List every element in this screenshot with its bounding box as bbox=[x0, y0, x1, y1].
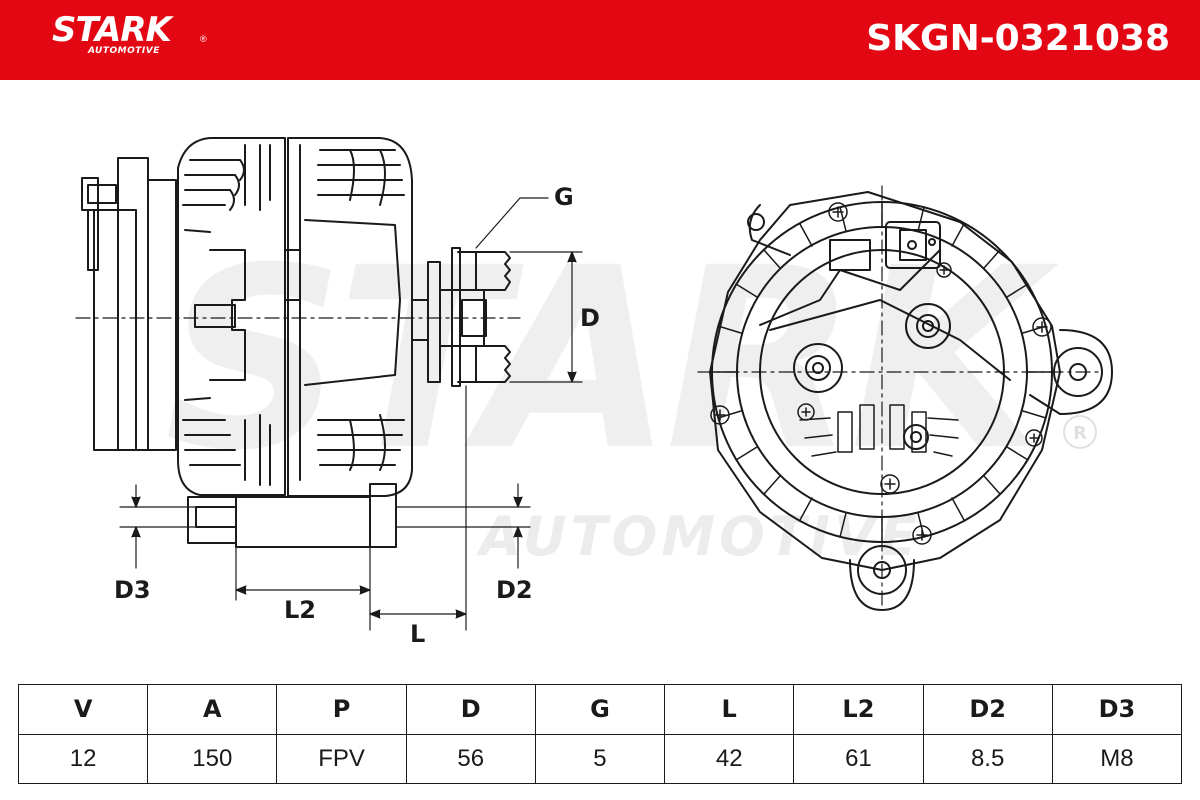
dimension-label-l2: L2 bbox=[284, 596, 316, 624]
dimension-label-d: D bbox=[580, 304, 600, 332]
spec-header: L2 bbox=[793, 684, 924, 735]
spec-value: 12 bbox=[17, 733, 149, 784]
watermark-sub: AUTOMOTIVE bbox=[479, 505, 921, 568]
brand-logo: STARK ® AUTOMOTIVE bbox=[52, 10, 207, 56]
spec-header: A bbox=[147, 684, 278, 735]
dimension-label-d3: D3 bbox=[114, 576, 151, 604]
alternator-side-view bbox=[81, 137, 511, 548]
spec-value: 42 bbox=[664, 733, 795, 784]
spec-header: V bbox=[17, 684, 149, 735]
spec-value: 150 bbox=[147, 733, 278, 784]
spec-value: M8 bbox=[1051, 733, 1183, 784]
part-number: SKGN-0321038 bbox=[866, 18, 1170, 59]
spec-value: 8.5 bbox=[922, 733, 1053, 784]
brand-name: STARK bbox=[52, 10, 172, 50]
spec-value: 56 bbox=[405, 733, 536, 784]
header-bar: STARK ® AUTOMOTIVE SKGN-0321038 bbox=[0, 0, 1200, 80]
specs-header-row: V A P D G L L2 D2 D3 bbox=[17, 684, 1183, 735]
spec-header: L bbox=[664, 684, 795, 735]
side-dimension-lines bbox=[75, 197, 583, 631]
dimension-label-d2: D2 bbox=[496, 576, 533, 604]
watermark-main: STARK bbox=[164, 214, 1044, 505]
spec-value: FPV bbox=[276, 733, 407, 784]
dimension-label-l: L bbox=[410, 620, 426, 648]
spec-header: D bbox=[405, 684, 536, 735]
spec-header: D3 bbox=[1051, 684, 1183, 735]
spec-value: 5 bbox=[534, 733, 666, 784]
specs-value-row: 12 150 FPV 56 5 42 61 8.5 M8 bbox=[17, 733, 1183, 784]
registered-mark: ® bbox=[200, 34, 207, 44]
specs-table: V A P D G L L2 D2 D3 12 150 FPV 56 5 42 … bbox=[17, 684, 1183, 784]
svg-text:R: R bbox=[1073, 423, 1087, 444]
spec-header: P bbox=[276, 684, 407, 735]
spec-value: 61 bbox=[793, 733, 924, 784]
dimension-label-g: G bbox=[554, 183, 574, 211]
brand-subtitle: AUTOMOTIVE bbox=[88, 46, 160, 56]
technical-drawing: R bbox=[75, 137, 1113, 631]
spec-header: G bbox=[534, 684, 666, 735]
rear-center-lines bbox=[697, 185, 1101, 606]
watermark-registered-icon: R bbox=[1063, 415, 1097, 449]
spec-header: D2 bbox=[922, 684, 1053, 735]
alternator-rear-view bbox=[709, 191, 1113, 611]
